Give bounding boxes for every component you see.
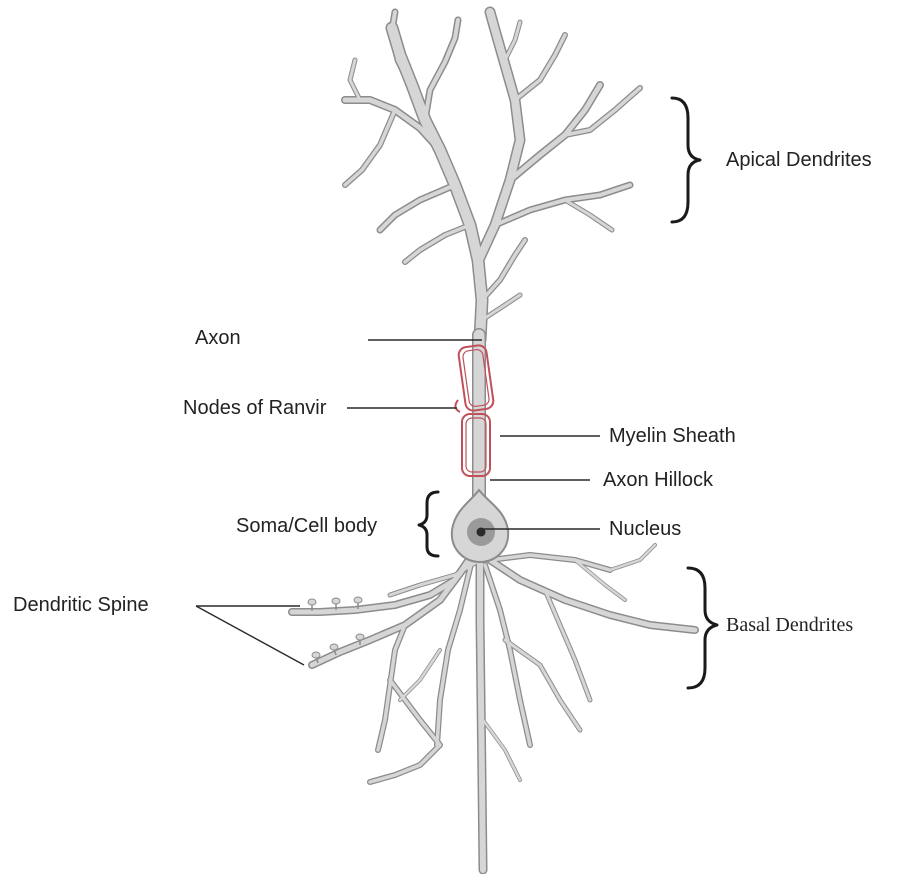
soma-brace (419, 492, 438, 556)
leader-lines (196, 340, 600, 665)
basal-dendrites (292, 545, 695, 870)
label-axon: Axon (195, 327, 241, 349)
apical-dendrites-brace (672, 98, 700, 222)
label-soma: Soma/Cell body (236, 515, 377, 537)
labels: Apical Dendrites Axon Nodes of Ranvir My… (13, 149, 872, 636)
apical-dendrites (345, 12, 640, 340)
label-axon-hillock: Axon Hillock (603, 469, 714, 491)
label-nodes-of-ranvier: Nodes of Ranvir (183, 397, 327, 419)
label-nucleus: Nucleus (609, 518, 681, 540)
dendritic-spine-leader-bottom (196, 606, 304, 665)
label-apical-dendrites: Apical Dendrites (726, 149, 872, 171)
soma (452, 490, 508, 562)
label-myelin-sheath: Myelin Sheath (609, 425, 736, 447)
label-basal-dendrites: Basal Dendrites (726, 614, 853, 636)
label-dendritic-spine: Dendritic Spine (13, 594, 149, 616)
